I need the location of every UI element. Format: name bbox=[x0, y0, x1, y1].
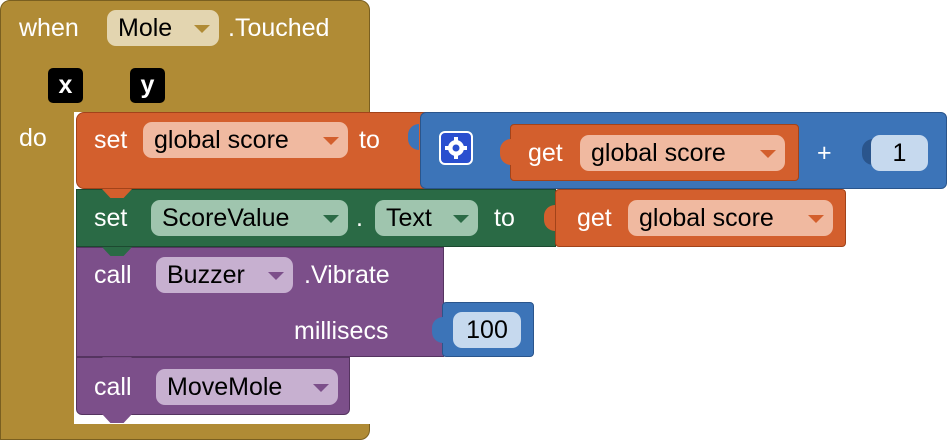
dot-separator: . bbox=[356, 204, 363, 232]
to-label: to bbox=[359, 126, 380, 154]
statement-notch bbox=[102, 357, 132, 366]
plus-operator: + bbox=[817, 139, 832, 167]
get-output-plug bbox=[544, 205, 555, 231]
statement-notch bbox=[102, 247, 132, 256]
bottom-notch bbox=[102, 414, 132, 423]
property-dropdown-text[interactable]: Text bbox=[375, 200, 478, 236]
get-variable-dropdown[interactable]: global score bbox=[580, 135, 785, 171]
number-output-plug bbox=[862, 139, 873, 165]
get-variable-label: global score bbox=[639, 204, 774, 232]
number-output-plug bbox=[432, 317, 443, 343]
millisecs-label: millisecs bbox=[294, 317, 389, 345]
chevron-down-icon bbox=[323, 137, 339, 145]
get-variable-label: global score bbox=[591, 139, 726, 167]
component-dropdown-label: ScoreValue bbox=[162, 204, 290, 232]
component-dropdown-mole[interactable]: Mole bbox=[107, 10, 219, 46]
procedure-dropdown-movemole[interactable]: MoveMole bbox=[156, 369, 338, 405]
component-dropdown-label: Mole bbox=[118, 14, 173, 42]
math-output-plug bbox=[408, 124, 419, 150]
component-dropdown-buzzer[interactable]: Buzzer bbox=[156, 257, 293, 293]
set-label: set bbox=[94, 204, 128, 232]
gear-icon[interactable] bbox=[439, 131, 473, 165]
chevron-down-icon bbox=[313, 384, 329, 392]
statement-notch bbox=[102, 189, 132, 198]
method-name-label: .Vibrate bbox=[304, 261, 390, 289]
component-dropdown-scorevalue[interactable]: ScoreValue bbox=[151, 200, 348, 236]
variable-dropdown-global-score[interactable]: global score bbox=[143, 122, 348, 158]
call-label: call bbox=[94, 373, 132, 401]
get-variable-dropdown[interactable]: global score bbox=[628, 200, 833, 236]
set-label: set bbox=[94, 126, 128, 154]
number-field-100[interactable]: 100 bbox=[453, 312, 521, 348]
event-name-label: .Touched bbox=[228, 14, 330, 42]
get-output-plug bbox=[500, 139, 511, 165]
do-label: do bbox=[19, 124, 47, 152]
to-label: to bbox=[494, 204, 515, 232]
chevron-down-icon bbox=[268, 272, 284, 280]
chevron-down-icon bbox=[323, 215, 339, 223]
chevron-down-icon bbox=[760, 150, 776, 158]
chevron-down-icon bbox=[808, 215, 824, 223]
variable-dropdown-label: global score bbox=[154, 126, 289, 154]
call-label: call bbox=[94, 261, 132, 289]
when-label: when bbox=[19, 14, 79, 42]
param-y[interactable]: y bbox=[130, 68, 165, 103]
get-label: get bbox=[528, 139, 563, 167]
gear-glyph bbox=[445, 137, 467, 159]
chevron-down-icon bbox=[194, 25, 210, 33]
property-dropdown-label: Text bbox=[386, 204, 432, 232]
number-field-1[interactable]: 1 bbox=[871, 135, 928, 171]
component-dropdown-label: Buzzer bbox=[167, 261, 245, 289]
param-x[interactable]: x bbox=[48, 68, 83, 103]
chevron-down-icon bbox=[453, 215, 469, 223]
get-label: get bbox=[577, 204, 612, 232]
procedure-dropdown-label: MoveMole bbox=[167, 373, 283, 401]
